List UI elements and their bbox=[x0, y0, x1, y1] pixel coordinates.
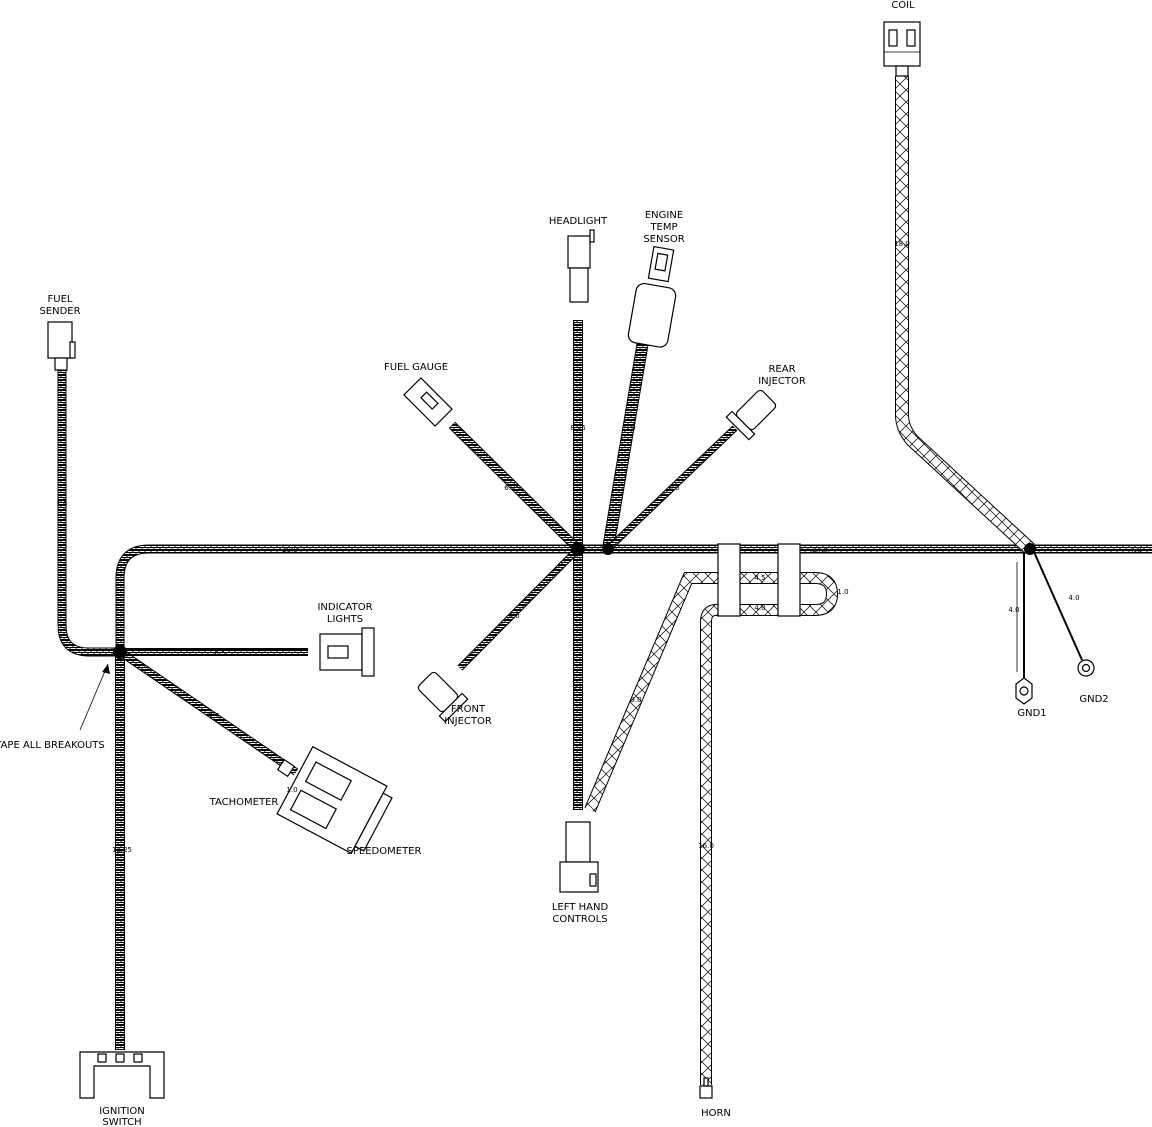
speedometer-label: SPEEDOMETER bbox=[347, 846, 422, 857]
left-hand-controls-label-line2: CONTROLS bbox=[552, 914, 607, 925]
gnd1-terminal[interactable] bbox=[1015, 677, 1033, 705]
dim-left-hand-controls: 9.0 bbox=[572, 684, 583, 692]
engine-temp-label-line1: ENGINE bbox=[645, 210, 683, 221]
tape-all-breakouts-label: TAPE ALL BREAKOUTS bbox=[0, 740, 105, 751]
coil-label: COIL bbox=[891, 0, 915, 11]
indicator-lights-label-line1: INDICATOR bbox=[317, 602, 372, 613]
front-injector-label-line1: FRONT bbox=[451, 704, 486, 715]
headlight-label: HEADLIGHT bbox=[549, 216, 608, 227]
front-injector-branch bbox=[457, 546, 581, 671]
indicator-lights-connector[interactable] bbox=[319, 627, 375, 677]
dim-rear-injector: 6.0 bbox=[668, 484, 679, 492]
coil-connector[interactable] bbox=[883, 21, 921, 77]
main-trunk bbox=[115, 544, 1152, 652]
tape-breakouts-leader bbox=[79, 663, 110, 731]
rear-injector-label-line2: INJECTOR bbox=[758, 376, 806, 387]
horn-connector[interactable] bbox=[699, 1077, 713, 1099]
dim-main-right: 7.0 bbox=[1130, 546, 1141, 554]
harness-clamp-right bbox=[777, 543, 801, 617]
junction-center-right bbox=[602, 543, 614, 555]
fuel-sender-connector[interactable] bbox=[47, 321, 76, 371]
indicator-lights-label-line2: LIGHTS bbox=[327, 614, 363, 625]
rear-injector-label-line1: REAR bbox=[768, 364, 795, 375]
fuel-sender-label-line1: FUEL bbox=[48, 294, 73, 305]
engine-temp-label-line2: TEMP bbox=[649, 222, 677, 233]
fuel-sender-label-line2: SENDER bbox=[39, 306, 80, 317]
tachometer-label: TACHOMETER bbox=[209, 797, 279, 808]
left-hand-controls-connector[interactable] bbox=[559, 821, 599, 893]
speedometer-connector[interactable] bbox=[276, 745, 396, 858]
dim-engine-temp: 9.0 bbox=[624, 424, 635, 432]
dim-gnd1: 4.0 bbox=[1008, 606, 1019, 614]
dim-loop-branch: 9.0 bbox=[630, 696, 641, 704]
fuel-sender-branch bbox=[57, 370, 120, 657]
front-injector-label-line2: INJECTOR bbox=[444, 716, 492, 727]
fuel-gauge-label: FUEL GAUGE bbox=[384, 362, 448, 373]
horn-label: HORN bbox=[701, 1108, 731, 1119]
rear-injector-connector[interactable] bbox=[725, 386, 780, 441]
junction-right bbox=[1024, 543, 1036, 555]
dim-main-left: 18.0 bbox=[282, 546, 298, 554]
dim-gnd2: 4.0 bbox=[1068, 594, 1079, 602]
gnd2-terminal[interactable] bbox=[1077, 659, 1095, 677]
dim-indicator-lights: 6.5 bbox=[214, 649, 225, 657]
junction-left bbox=[113, 645, 127, 659]
dim-main-mid: 24.0 bbox=[812, 546, 828, 554]
harness-clamp-left bbox=[717, 543, 741, 617]
engine-temp-label-line3: SENSOR bbox=[643, 234, 684, 245]
fuel-gauge-connector[interactable] bbox=[403, 377, 453, 427]
tachometer-branch bbox=[117, 648, 299, 776]
dim-loop-upper: 4.5 bbox=[754, 574, 765, 582]
dim-loop-height: 1.0 bbox=[837, 588, 848, 596]
fuel-gauge-branch bbox=[448, 421, 582, 553]
ignition-switch-connector[interactable] bbox=[79, 1051, 165, 1099]
dim-horn: 16.0 bbox=[698, 842, 714, 850]
dim-headlight: 8.25 bbox=[570, 424, 586, 432]
junction-center bbox=[571, 542, 585, 556]
dim-front-injector: 6.0 bbox=[508, 612, 519, 620]
rear-injector-branch bbox=[605, 425, 738, 552]
dim-tachometer: 7.5 bbox=[208, 712, 219, 720]
gnd2-wire bbox=[1033, 551, 1083, 661]
dim-speedometer: 1.0 bbox=[286, 786, 297, 794]
coil-branch bbox=[895, 76, 1035, 555]
dim-fuel-gauge: 6.25 bbox=[504, 484, 520, 492]
engine-temp-sensor-connector[interactable] bbox=[627, 245, 683, 348]
headlight-connector[interactable] bbox=[567, 229, 595, 303]
tachometer-connector[interactable] bbox=[276, 758, 296, 778]
dim-coil-branch: 18.0 bbox=[894, 240, 910, 248]
dim-ignition: 13.25 bbox=[112, 846, 132, 854]
ignition-switch-label-line1: IGNITION bbox=[99, 1106, 145, 1117]
gnd1-wire bbox=[1016, 552, 1025, 678]
front-injector-connector[interactable] bbox=[414, 668, 469, 723]
dim-fuel-sender: 1.5 bbox=[56, 500, 67, 508]
gnd1-label: GND1 bbox=[1017, 708, 1046, 719]
left-hand-controls-label-line1: LEFT HAND bbox=[552, 902, 609, 913]
ignition-switch-label-line2: SWITCH bbox=[102, 1117, 141, 1127]
loop-branch bbox=[584, 572, 839, 1085]
gnd2-label: GND2 bbox=[1079, 694, 1108, 705]
dim-loop-lower: 4.0 bbox=[754, 604, 765, 612]
